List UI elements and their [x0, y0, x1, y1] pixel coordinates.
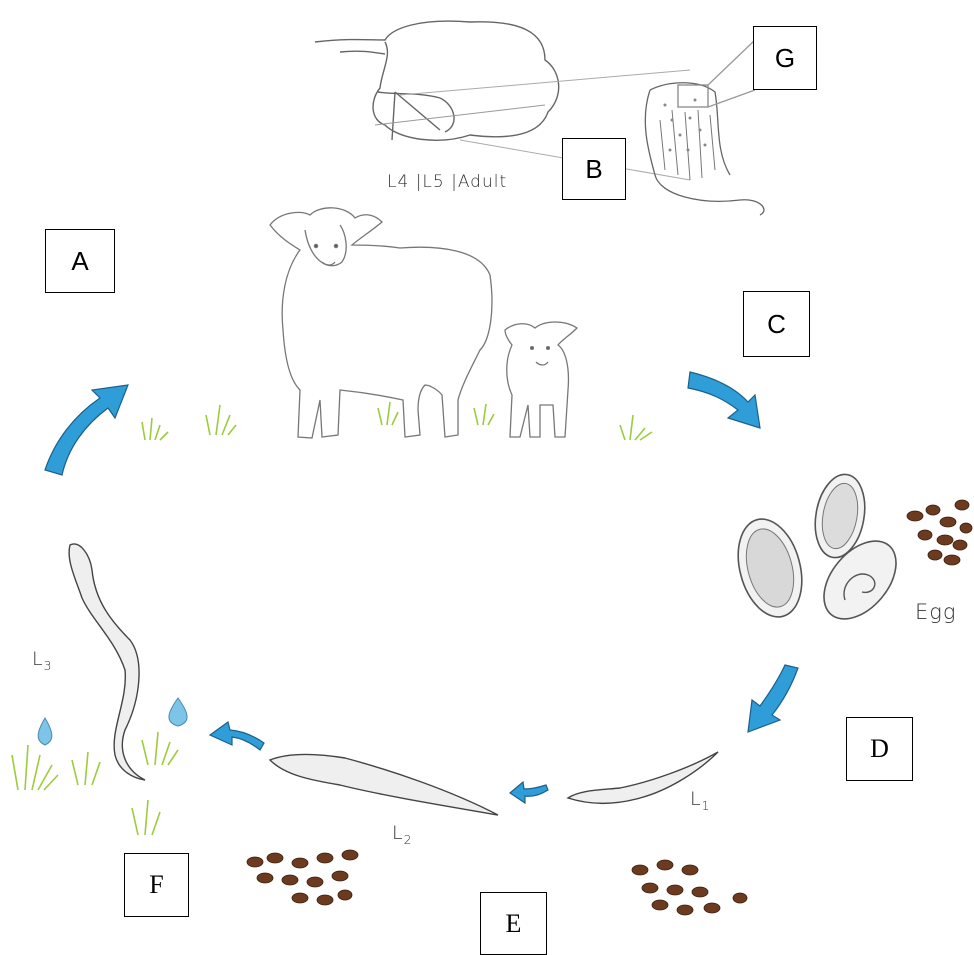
l3-label: L3: [32, 648, 52, 673]
larvae-illustrations: [69, 544, 718, 815]
adult-sheep-sketch: [270, 208, 492, 438]
l1-letter: L: [690, 788, 702, 810]
arrow-to-l3: [210, 722, 264, 750]
l1-label: L1: [690, 788, 710, 813]
label-box-f: F: [124, 853, 189, 917]
label-box-g: G: [753, 26, 817, 90]
arrow-to-l2: [510, 782, 548, 803]
lamb-sketch: [505, 322, 577, 437]
label-box-c: C: [743, 291, 810, 357]
l3-letter: L: [32, 648, 44, 670]
l1-subscript: 1: [702, 799, 711, 813]
egg-label: Egg: [915, 600, 956, 624]
label-box-a: A: [45, 229, 115, 293]
l2-subscript: 2: [404, 833, 413, 847]
abomasum-sketch: [315, 21, 690, 180]
label-box-b: B: [562, 138, 626, 200]
mucosa-magnified-sketch: [645, 40, 764, 215]
water-drops: [38, 698, 187, 745]
l2-letter: L: [392, 822, 404, 844]
larva-l2: [270, 755, 498, 816]
label-box-d: D: [846, 717, 913, 781]
label-box-e: E: [480, 892, 547, 955]
egg-illustrations: [728, 470, 910, 632]
larva-l3: [69, 544, 145, 780]
arrow-to-c: [688, 372, 760, 428]
adult-stages-label: L4 |L5 |Adult: [387, 172, 507, 192]
l3-subscript: 3: [44, 659, 53, 673]
l2-label: L2: [392, 822, 412, 847]
arrow-to-a: [45, 385, 128, 475]
arrow-to-d: [748, 665, 798, 732]
